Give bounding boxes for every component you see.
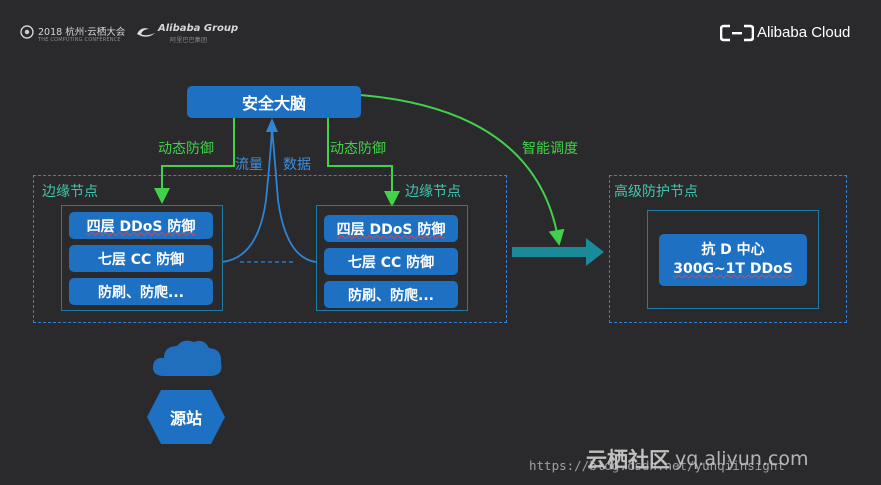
alibaba-group-cn: 阿里巴巴集团 xyxy=(170,37,208,44)
forward-to-advanced-arrow xyxy=(512,238,604,266)
dynamic-defense-right-arrow xyxy=(327,118,400,207)
anti-ddos-center-line1: 抗 D 中心 xyxy=(701,242,765,258)
smart-dispatch-arrow xyxy=(359,94,565,246)
origin-server-label: 源站 xyxy=(169,409,202,428)
cloud-icon xyxy=(152,340,222,376)
advanced-node-title: 高级防护节点 xyxy=(614,184,698,200)
edge-nodes-region xyxy=(33,175,507,323)
edge-node-left xyxy=(61,205,223,311)
edge-left-item-anti-crawl: 防刷、防爬... xyxy=(69,278,213,305)
anti-ddos-center: 抗 D 中心 300G~1T DDoS xyxy=(659,234,807,286)
dynamic-defense-left-label: 动态防御 xyxy=(158,141,214,157)
traffic-data-arrowhead xyxy=(266,118,278,132)
edge-left-item-l4-ddos: 四层 DDoS 防御 xyxy=(69,212,213,239)
advanced-node-box xyxy=(647,210,819,309)
edge-left-item-l7-cc: 七层 CC 防御 xyxy=(69,245,213,272)
edge-right-item-l4-ddos: 四层 DDoS 防御 xyxy=(324,215,458,242)
dynamic-defense-right-label: 动态防御 xyxy=(330,141,386,157)
conference-emblem-icon xyxy=(20,25,34,39)
advanced-node-region xyxy=(609,175,847,323)
alibaba-cloud-logo: Alibaba Cloud xyxy=(757,24,851,41)
conference-subtitle: THE COMPUTING CONFERENCE xyxy=(38,37,121,43)
watermark-brand: 云栖社区 xyxy=(586,448,670,472)
anti-ddos-center-line2: 300G~1T DDoS xyxy=(673,261,793,277)
data-label: 数据 xyxy=(283,157,311,173)
watermark-url: https://blog.csdn.net/yunqiinsight xyxy=(529,458,785,473)
origin-server-hexagon xyxy=(147,390,225,444)
traffic-label: 流量 xyxy=(235,157,263,173)
edge-right-item-l7-cc: 七层 CC 防御 xyxy=(324,248,458,275)
dynamic-defense-left-arrow xyxy=(154,118,235,204)
alibaba-group-logo: Alibaba Group xyxy=(158,23,239,34)
conference-title: 2018 杭州·云栖大会 xyxy=(38,27,126,38)
edge-node-left-title: 边缘节点 xyxy=(42,184,98,200)
edge-node-right xyxy=(316,205,468,311)
edge-right-item-anti-crawl: 防刷、防爬... xyxy=(324,281,458,308)
watermark-site: yq.aliyun.com xyxy=(675,448,809,470)
security-brain-node: 安全大脑 xyxy=(187,86,361,118)
alibaba-cloud-logo-icon xyxy=(720,24,754,42)
smart-dispatch-label: 智能调度 xyxy=(522,141,578,157)
alibaba-group-logo-icon xyxy=(137,28,155,37)
edge-node-right-title: 边缘节点 xyxy=(405,184,461,200)
